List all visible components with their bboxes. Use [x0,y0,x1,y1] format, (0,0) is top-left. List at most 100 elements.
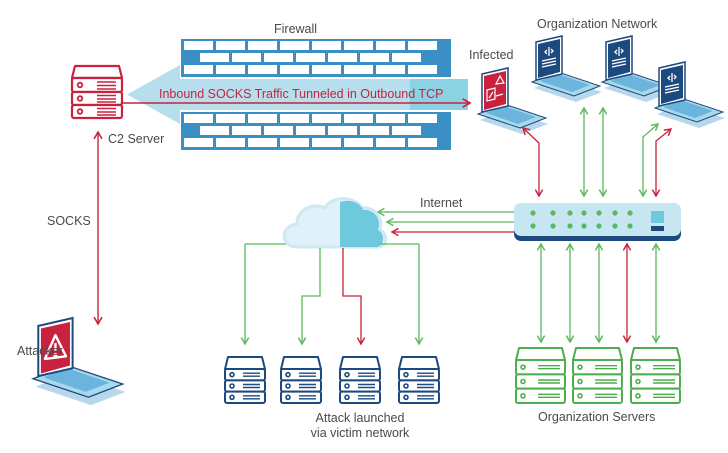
organization-network-label: Organization Network [537,17,658,31]
target-server-icon [224,356,266,405]
socks-label: SOCKS [47,214,91,228]
firewall-brick [200,126,229,135]
firewall-brick [216,138,245,147]
firewall [181,39,451,150]
c2-server-icon [70,64,124,120]
firewall-brick [248,138,277,147]
firewall-brick [344,65,373,74]
code-icon [664,73,680,94]
switch-port [567,223,573,229]
firewall-brick [280,114,309,123]
firewall-brick [408,65,437,74]
firewall-brick [280,65,309,74]
org-server-icon [515,347,566,405]
firewall-brick [376,65,405,74]
switch-port [581,210,587,216]
firewall-brick [312,138,341,147]
attack-launched-label: Attack launched via victim network [300,411,420,441]
attacker-label: Attacker [17,344,63,358]
attacker-laptop-icon [31,316,126,406]
infected-label: Infected [469,48,514,62]
organization-servers-label: Organization Servers [538,410,656,424]
switch-port [627,210,633,216]
switch-port [612,210,618,216]
target-servers [224,356,440,405]
switch-internet-links [376,207,514,237]
firewall-brick [232,126,261,135]
firewall-brick [264,53,293,62]
firewall-brick [312,41,341,50]
switch-port [567,210,573,216]
firewall-brick [248,41,277,50]
laptop-switch-links [521,106,673,198]
firewall-brick [312,65,341,74]
firewall-brick [360,126,389,135]
attacker-laptop [31,316,126,406]
target-server-icon [280,356,322,405]
switch-port [596,210,602,216]
attack-launched-line1: Attack launched [315,411,405,425]
network-switch-icon [514,203,681,241]
org-servers [515,347,681,405]
switch-port [530,223,536,229]
firewall-brick [408,41,437,50]
firewall-brick [184,138,213,147]
firewall-brick [360,53,389,62]
firewall-brick [280,138,309,147]
switch-port [581,223,587,229]
switch-port [550,210,556,216]
org-laptop-icon [653,61,725,128]
code-icon [611,47,627,68]
code-icon [541,47,557,68]
switch-port [612,223,618,229]
firewall-brick [376,114,405,123]
firewall-brick [344,138,373,147]
firewall-brick [328,53,357,62]
firewall-brick [264,126,293,135]
tunnel-label: Inbound SOCKS Traffic Tunneled in Outbou… [159,87,444,101]
org-server-icon [630,347,681,405]
org-server-icon [572,347,623,405]
firewall-brick [280,41,309,50]
firewall-brick [408,114,437,123]
firewall-brick [376,41,405,50]
firewall-brick [248,114,277,123]
internet-cloud-icon [282,197,388,249]
switch-port [596,223,602,229]
firewall-brick [296,126,325,135]
firewall-label: Firewall [274,22,318,36]
firewall-brick [184,114,213,123]
malware-icon [486,74,505,102]
target-server-icon [339,356,381,405]
firewall-brick [328,126,357,135]
tunnel-arrow [123,65,472,124]
firewall-brick [408,138,437,147]
org-laptops [476,35,725,134]
firewall-brick [232,53,261,62]
internet-target-links [240,243,424,346]
firewall-brick [392,53,421,62]
firewall-brick [216,114,245,123]
firewall-brick [344,114,373,123]
firewall-brick [216,65,245,74]
attack-launched-line2: via victim network [310,426,410,440]
firewall-brick [344,41,373,50]
firewall-brick [296,53,325,62]
target-server-icon [398,356,440,405]
org-laptop-icon [600,35,672,102]
firewall-brick [216,41,245,50]
switch-server-links [536,242,661,344]
switch-port [627,223,633,229]
c2-server-label: C2 Server [108,132,165,146]
firewall-brick [312,114,341,123]
switch-port [550,223,556,229]
internet-label: Internet [420,196,463,210]
firewall-brick [200,53,229,62]
org-laptop-icon [530,35,602,102]
switch-port [530,210,536,216]
firewall-brick [184,65,213,74]
warning-icon [43,333,68,361]
firewall-brick [392,126,421,135]
firewall-brick [184,41,213,50]
